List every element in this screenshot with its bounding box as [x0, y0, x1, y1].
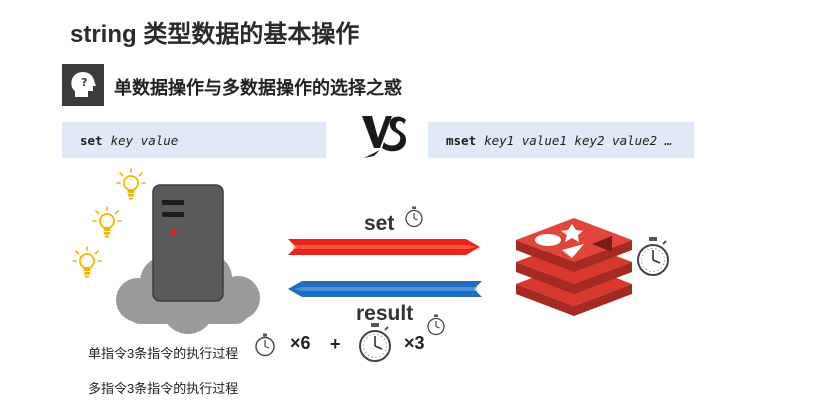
redis-logo: [512, 214, 636, 318]
lightbulb-icon: [72, 246, 102, 280]
thinking-head-icon: ?: [62, 64, 104, 106]
multiplier-six: ×6: [290, 333, 311, 353]
set-args: key value: [110, 132, 179, 148]
stopwatch-icon: [356, 322, 394, 369]
page-title: string 类型数据的基本操作: [70, 21, 360, 48]
server-icon: [152, 184, 224, 302]
multiplier-three: ×3: [404, 333, 425, 353]
response-arrow: [286, 278, 482, 300]
plus-sign: +: [330, 334, 341, 354]
lightbulb-icon: [92, 206, 122, 240]
stopwatch-icon: [634, 236, 672, 283]
stopwatch-icon: [404, 206, 424, 233]
vs-icon: [360, 108, 410, 160]
multi-process-note: 多指令3条指令的执行过程: [88, 381, 239, 396]
set-label: set: [364, 212, 395, 235]
section-subtitle: 单数据操作与多数据操作的选择之惑: [114, 78, 402, 98]
single-process-note: 单指令3条指令的执行过程: [88, 346, 239, 361]
stopwatch-icon: [254, 333, 276, 362]
mset-args: key1 value1 key2 value2 …: [484, 132, 673, 148]
single-command-box: set key value: [62, 122, 326, 158]
multi-command-box: mset key1 value1 key2 value2 …: [428, 122, 694, 158]
request-arrow: [288, 236, 482, 258]
stopwatch-icon: [426, 314, 446, 341]
svg-text:?: ?: [81, 76, 87, 89]
result-label: result: [356, 302, 414, 325]
mset-keyword: mset: [446, 132, 477, 148]
set-keyword: set: [80, 132, 103, 148]
lightbulb-icon: [116, 168, 146, 202]
